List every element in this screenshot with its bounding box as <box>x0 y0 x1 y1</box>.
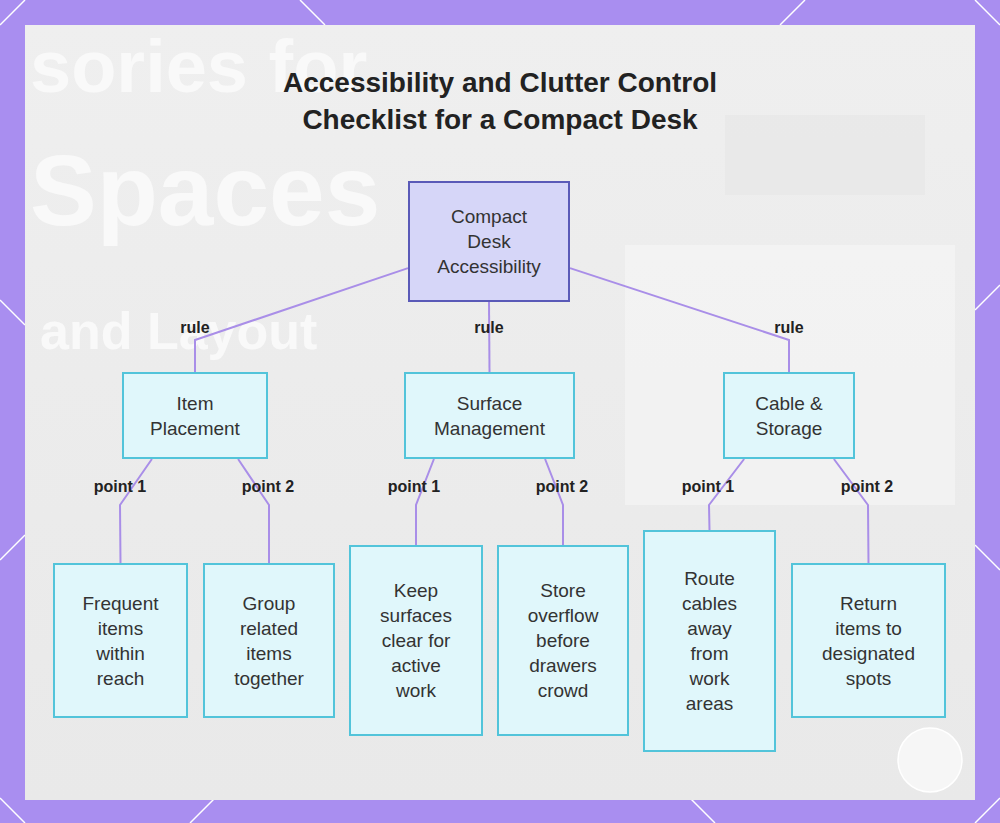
connector-line <box>238 459 269 563</box>
edge-label: point 2 <box>841 477 893 497</box>
edge-label: rule <box>180 318 209 338</box>
diagram-title: Accessibility and Clutter Control Checkl… <box>240 64 760 138</box>
blurred-shape <box>625 245 955 505</box>
rule-box: Surface Management <box>404 372 575 459</box>
point-box: Frequent items within reach <box>53 563 188 718</box>
logo-mark <box>898 728 962 792</box>
edge-label: rule <box>774 318 803 338</box>
edge-label: rule <box>474 318 503 338</box>
node-label: Return items to designated spots <box>819 591 918 691</box>
node-label: Surface Management <box>426 391 553 441</box>
node-label: Frequent items within reach <box>77 591 164 691</box>
point-box: Return items to designated spots <box>791 563 946 718</box>
node-label: Group related items together <box>227 591 311 691</box>
node-label: Compact Desk Accessibility <box>434 204 544 279</box>
connector-line <box>834 459 869 563</box>
watermark-text: Spaces <box>30 140 380 240</box>
connector-line <box>545 459 563 545</box>
connector-line <box>195 268 408 372</box>
edge-label: point 2 <box>242 477 294 497</box>
edge-label: point 1 <box>94 477 146 497</box>
node-label: Keep surfaces clear for active work <box>373 578 459 703</box>
edge-label: point 2 <box>536 477 588 497</box>
edge-label: point 1 <box>682 477 734 497</box>
point-box: Store overflow before drawers crowd <box>497 545 629 736</box>
node-label: Store overflow before drawers crowd <box>521 578 605 703</box>
node-label: Cable & Storage <box>745 391 833 441</box>
point-box: Route cables away from work areas <box>643 530 776 752</box>
edge-label: point 1 <box>388 477 440 497</box>
node-label: Item Placement <box>144 391 246 441</box>
connector-line <box>570 268 789 372</box>
rule-box: Item Placement <box>122 372 268 459</box>
point-box: Group related items together <box>203 563 335 718</box>
blurred-shape <box>725 115 925 195</box>
node-label: Route cables away from work areas <box>671 566 748 716</box>
connector-line <box>120 459 152 563</box>
rule-box: Cable & Storage <box>723 372 855 459</box>
point-box: Keep surfaces clear for active work <box>349 545 483 736</box>
connector-line <box>416 459 434 545</box>
connector-line <box>488 302 491 372</box>
root-box: Compact Desk Accessibility <box>408 181 570 302</box>
